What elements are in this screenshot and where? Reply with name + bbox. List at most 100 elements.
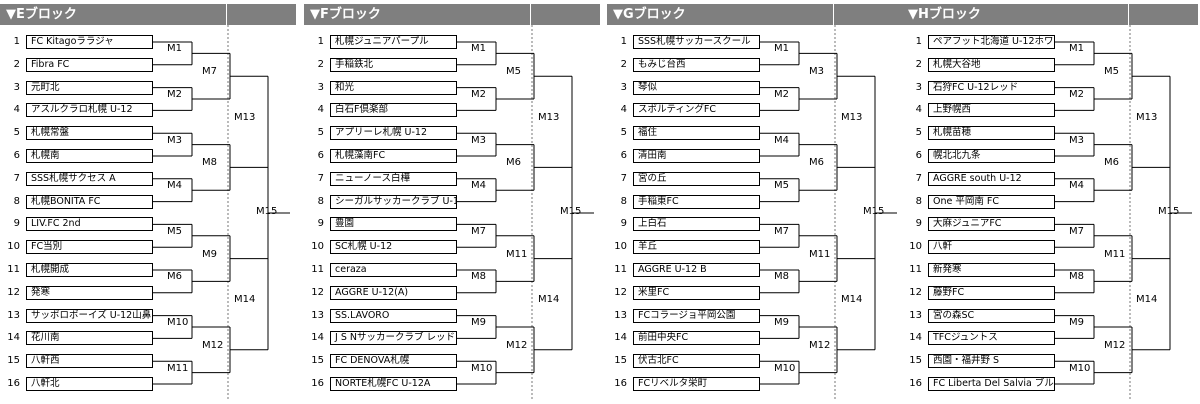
team-box[interactable]: One 平岡南 FC [928,194,1055,209]
match-label-m7: M7 [471,225,486,237]
team-box[interactable]: 札幌常盤 [26,126,153,141]
team-box[interactable]: LIV.FC 2nd [26,217,153,232]
team-box[interactable]: 上野幌西 [928,103,1055,118]
team-box[interactable]: J S Nサッカークラブ レッド [330,331,457,346]
team-box[interactable]: 宮の丘 [633,171,760,186]
team-box[interactable]: 札幌ジュニアパープル [330,35,457,49]
match-label-m14: M14 [538,294,560,306]
seed-number: 11 [614,264,627,275]
team-box[interactable]: TFCジュントス [928,331,1055,346]
seed-number: 15 [7,355,20,367]
team-box[interactable]: AGGRE south U-12 [928,171,1055,186]
team-box[interactable]: ニューノース白樺 [330,171,457,186]
team-box[interactable]: 札幌開成 [26,263,153,277]
bracket-lines [760,25,897,400]
seed-number: 6 [13,150,20,161]
team-box[interactable]: 羊丘 [633,240,760,255]
team-box[interactable]: シーガルサッカークラブ U-12 [330,194,457,209]
seed-number: 1 [13,36,20,47]
team-box[interactable]: 和光 [330,80,457,95]
seed-number: 12 [909,286,922,298]
team-box[interactable]: 元町北 [26,80,153,95]
team-box[interactable]: アプリーレ札幌 U-12 [330,126,457,141]
match-label-m13: M13 [538,111,560,123]
team-box[interactable]: 花川南 [26,331,153,346]
team-box[interactable]: 豊園 [330,217,457,232]
match-label-m8: M8 [1069,271,1084,283]
match-label-m1: M1 [167,43,182,55]
match-label-m14: M14 [1136,294,1158,306]
seed-number: 5 [620,127,627,139]
team-box[interactable]: 石狩FC U-12レッド [928,80,1055,95]
match-label-m14: M14 [841,294,863,306]
match-label-m1: M1 [471,43,486,55]
seed-number: 4 [620,104,627,116]
team-box[interactable]: 前田中央FC [633,331,760,346]
team-box[interactable]: 藤野FC [928,285,1055,300]
seed-number: 3 [915,81,922,93]
team-box[interactable]: NORTE札幌FC U-12A [330,377,457,391]
match-label-m1: M1 [774,43,789,55]
seed-number: 8 [915,195,922,207]
team-box[interactable]: FC DENOVA札幌 [330,354,457,369]
team-box[interactable]: 西園・福井野 S [928,354,1055,369]
team-box[interactable]: 手稲鉄北 [330,57,457,72]
seed-number: 14 [7,332,20,344]
team-box[interactable]: 清田南 [633,149,760,163]
team-box[interactable]: FCコラージョ平岡公園 [633,308,760,323]
match-label-m5: M5 [506,66,521,78]
team-box[interactable]: 八軒北 [26,377,153,391]
block-header: ▼Hブロック [902,4,1198,25]
team-box[interactable]: SSS札幌サクセス A [26,171,153,186]
team-box[interactable]: 札幌苗穂 [928,126,1055,141]
team-box[interactable]: SS.LAVORO [330,308,457,323]
team-box[interactable]: 白石F倶楽部 [330,103,457,118]
team-box[interactable]: 札幌南 [26,149,153,163]
team-box[interactable]: 上白石 [633,217,760,232]
bracket-lines [1055,25,1192,400]
seed-number: 14 [311,332,324,344]
team-box[interactable]: ceraza [330,263,457,277]
team-box[interactable]: アスルクラロ札幌 U-12 [26,103,153,118]
team-box[interactable]: FC Kitagoララジャ [26,35,153,49]
team-box[interactable]: 八軒西 [26,354,153,369]
team-box[interactable]: 琴似 [633,80,760,95]
team-box[interactable]: SSS札幌サッカースクール [633,35,760,49]
team-box[interactable]: 八軒 [928,240,1055,255]
team-box[interactable]: 札幌BONITA FC [26,194,153,209]
team-box[interactable]: 宮の森SC [928,308,1055,323]
team-box[interactable]: 新発寒 [928,263,1055,277]
match-label-m8: M8 [202,157,217,169]
seed-number: 14 [909,332,922,344]
team-box[interactable]: 大麻ジュニアFC [928,217,1055,232]
team-box[interactable]: 手稲東FC [633,194,760,209]
team-box[interactable]: 札幌藻南FC [330,149,457,163]
team-box[interactable]: 伏古北FC [633,354,760,369]
team-box[interactable]: FC当別 [26,240,153,255]
team-box[interactable]: 幌北北九条 [928,149,1055,163]
team-box[interactable]: AGGRE U-12 B [633,263,760,277]
team-box[interactable]: FC Liberta Del Salvia ブルー [928,377,1055,391]
team-box[interactable]: 札幌大谷地 [928,57,1055,72]
team-box[interactable]: サッポロボーイズ U-12山鼻 [26,308,153,323]
seed-number: 11 [7,264,20,275]
team-box[interactable]: もみじ台西 [633,57,760,72]
team-box[interactable]: FCリベルタ栄町 [633,377,760,391]
team-box[interactable]: 発寒 [26,285,153,300]
team-box[interactable]: 福住 [633,126,760,141]
team-box[interactable]: 米里FC [633,285,760,300]
team-box[interactable]: ペアフット北海道 U-12ホワイト [928,35,1055,49]
team-box[interactable]: AGGRE U-12(A) [330,285,457,300]
match-label-m11: M11 [506,248,528,260]
header-divider [530,4,531,25]
seed-number: 14 [614,332,627,344]
team-box[interactable]: Fibra FC [26,57,153,72]
header-divider [226,4,227,25]
seed-number: 4 [915,104,922,116]
team-box[interactable]: スポルティングFC [633,103,760,118]
seed-number: 5 [317,127,324,139]
team-box[interactable]: SC札幌 U-12 [330,240,457,255]
match-label-m3: M3 [809,66,824,78]
